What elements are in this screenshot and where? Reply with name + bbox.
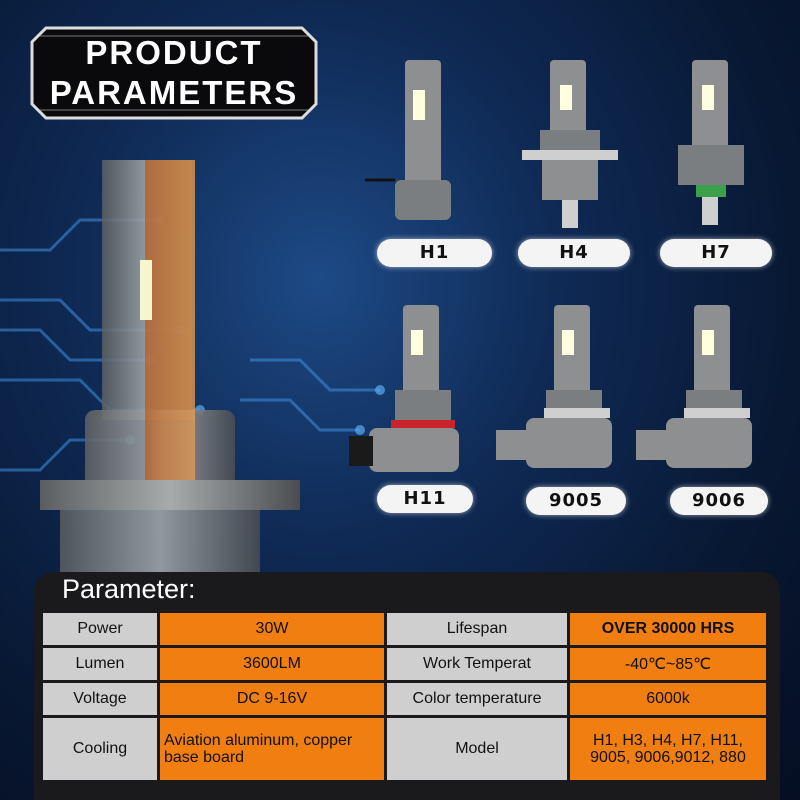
value-cooling: Aviation aluminum, copper base board — [160, 718, 384, 780]
label-lifespan: Lifespan — [387, 613, 567, 645]
9006-bulb-icon — [636, 305, 752, 468]
value-work-temperature: -40℃~85℃ — [570, 648, 766, 680]
h11-bulb-icon — [349, 305, 459, 472]
value-power: 30W — [160, 613, 384, 645]
h4-bulb-icon — [522, 60, 618, 228]
9005-bulb-icon — [496, 305, 612, 468]
h1-bulb-icon — [365, 60, 451, 220]
label-work-temperature: Work Temperat — [387, 648, 567, 680]
value-model-line2: 9005, 9006,9012, 880 — [590, 749, 746, 766]
value-lumen: 3600LM — [160, 648, 384, 680]
table-row: Power 30W Lifespan OVER 30000 HRS — [43, 613, 766, 645]
value-voltage: DC 9-16V — [160, 683, 384, 715]
label-lumen: Lumen — [43, 648, 157, 680]
table-row: Voltage DC 9-16V Color temperature 6000k — [43, 683, 766, 715]
h7-bulb-icon — [678, 60, 744, 225]
value-cooling-line2: base board — [164, 749, 245, 766]
value-color-temperature: 6000k — [570, 683, 766, 715]
model-label-9005: 9005 — [526, 487, 626, 515]
parameter-heading: Parameter: — [62, 574, 196, 604]
value-model-line1: H1, H3, H4, H7, H11, — [593, 732, 743, 749]
label-voltage: Voltage — [43, 683, 157, 715]
model-label-h7: H7 — [660, 239, 772, 267]
model-label-9006: 9006 — [670, 487, 768, 515]
product-h4: H4 — [508, 50, 648, 280]
value-lifespan: OVER 30000 HRS — [570, 613, 766, 645]
value-cooling-line1: Aviation aluminum, copper — [164, 732, 353, 749]
product-h11: H11 — [345, 300, 485, 530]
product-h7: H7 — [648, 50, 788, 280]
product-h1: H1 — [365, 50, 505, 280]
label-model: Model — [387, 718, 567, 780]
product-9006: 9006 — [632, 300, 772, 530]
title-frame — [30, 26, 318, 120]
title-badge: PRODUCT PARAMETERS — [28, 24, 320, 122]
value-model: H1, H3, H4, H7, H11, 9005, 9006,9012, 88… — [570, 718, 766, 780]
model-label-h4: H4 — [518, 239, 630, 267]
label-cooling: Cooling — [43, 718, 157, 780]
model-label-h11: H11 — [377, 485, 473, 513]
featured-bulb-illustration — [40, 160, 300, 590]
model-label-h1: H1 — [377, 239, 492, 267]
label-color-temperature: Color temperature — [387, 683, 567, 715]
product-9005: 9005 — [490, 300, 630, 530]
parameter-table: Power 30W Lifespan OVER 30000 HRS Lumen … — [40, 610, 769, 783]
label-power: Power — [43, 613, 157, 645]
title-line-2: PARAMETERS — [49, 74, 299, 111]
table-row: Cooling Aviation aluminum, copper base b… — [43, 718, 766, 780]
title-line-1: PRODUCT — [85, 34, 263, 71]
parameter-panel: Parameter: Power 30W Lifespan OVER 30000… — [34, 572, 780, 800]
table-row: Lumen 3600LM Work Temperat -40℃~85℃ — [43, 648, 766, 680]
